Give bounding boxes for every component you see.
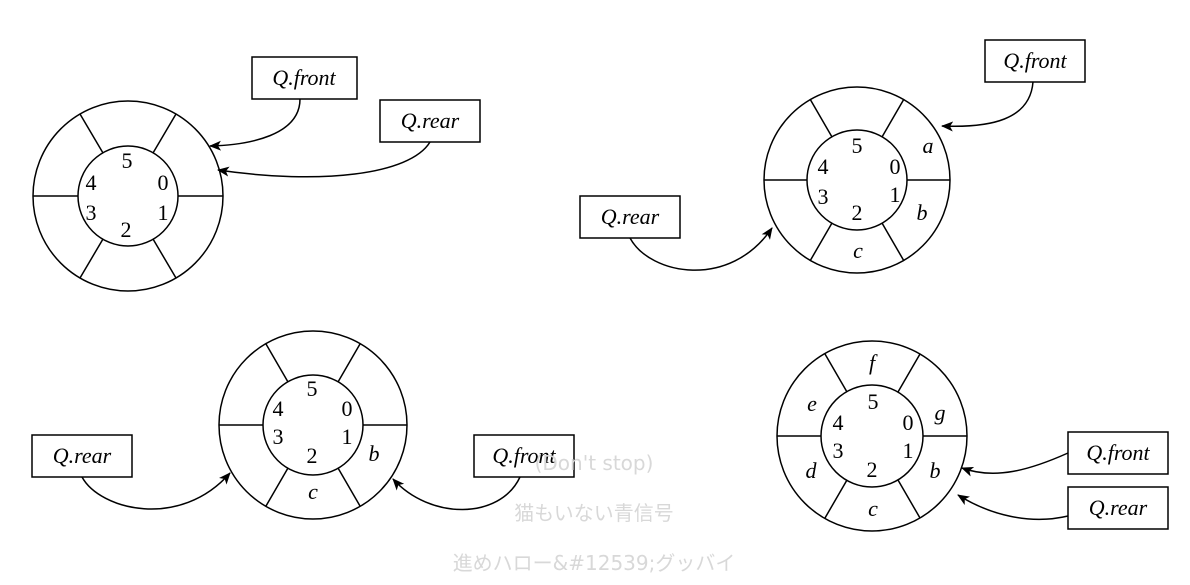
watermark-line-1: (Don't stop) [535, 451, 654, 475]
queue-3-front-label [473, 434, 575, 478]
queue-4-index-4: 4 [833, 410, 844, 435]
queue-1-front-arrow [209, 98, 301, 151]
queue-1-index-3: 3 [86, 200, 97, 225]
queue-4-slot-1: b [930, 458, 941, 483]
queue-4-slot-5: f [869, 350, 878, 375]
queue-3-index-3: 3 [273, 424, 284, 449]
queue-3-index-1: 1 [342, 424, 353, 449]
queue-2: 0 1 2 3 4 5 a b c Q.front Q.rear [579, 39, 1086, 274]
queue-2-index-2: 2 [852, 200, 863, 225]
queue-1-divider [79, 238, 104, 279]
queue-2-divider [881, 98, 905, 138]
queue-3-rear-label-text: Q.rear [53, 443, 112, 468]
queue-3-index-2: 2 [307, 443, 318, 468]
queue-2-rear-label [579, 195, 681, 239]
queue-4-rear-label-text: Q.rear [1089, 495, 1148, 520]
queue-3-index-0: 0 [342, 396, 353, 421]
queue-2-rear-label-text: Q.rear [601, 204, 660, 229]
queue-1-rear-label [379, 99, 481, 143]
queue-4-slot-4: e [807, 391, 817, 416]
watermark-line-2: 猫もいない青信号 [514, 501, 674, 525]
queue-3-divider [265, 467, 289, 507]
queue-3-rear-arrow [81, 472, 231, 510]
queue-2-front-arrow [941, 81, 1034, 132]
queue-1-divider [79, 113, 104, 154]
queue-3-divider [265, 343, 289, 383]
queue-1-index-4: 4 [86, 170, 97, 195]
queue-4-index-3: 3 [833, 438, 844, 463]
watermark-line-3: 進めハロー&#12539;グッバイ [453, 551, 736, 575]
queue-1-index-0: 0 [158, 170, 169, 195]
queue-2-index-5: 5 [852, 133, 863, 158]
queue-2-index-3: 3 [818, 184, 829, 209]
queue-4-front-arrow [961, 452, 1069, 477]
queue-1-divider [152, 113, 177, 154]
queue-2-divider [881, 222, 905, 262]
watermark: (Don't stop) 猫もいない青信号 進めハロー&#12539;グッバイ [453, 451, 736, 575]
queue-4-slot-2: c [868, 496, 878, 521]
queue-4-rear-arrow [957, 494, 1069, 521]
queue-4-divider [897, 479, 921, 519]
queue-2-index-1: 1 [890, 182, 901, 207]
queue-4-divider [824, 353, 848, 393]
queue-1-rear-label-text: Q.rear [401, 108, 460, 133]
queue-2-divider [809, 222, 833, 262]
queue-2-slot-0: a [923, 133, 934, 158]
queue-2-slot-1: b [917, 200, 928, 225]
queue-1-index-2: 2 [121, 217, 132, 242]
queue-2-rear-arrow [629, 227, 773, 271]
queue-4-index-5: 5 [868, 389, 879, 414]
queue-4: 0 1 2 3 4 5 g b c d e f Q.front Q.rear [776, 340, 1169, 532]
queue-2-front-label-text: Q.front [1003, 48, 1067, 73]
queue-1-divider [152, 238, 177, 279]
queue-3: 0 1 2 3 4 5 b c Q.rear Q.front [31, 330, 575, 520]
queue-1-front-label [251, 56, 358, 100]
queue-4-slot-3: d [806, 458, 818, 483]
queue-2-front-label [984, 39, 1086, 83]
queue-3-index-4: 4 [273, 396, 284, 421]
queue-4-divider [824, 479, 848, 519]
queue-3-divider [337, 343, 361, 383]
queue-2-index-0: 0 [890, 154, 901, 179]
queue-3-slot-2: c [308, 479, 318, 504]
queue-4-index-1: 1 [903, 438, 914, 463]
queue-4-divider [897, 353, 921, 393]
queue-4-slot-0: g [935, 400, 946, 425]
queue-1-index-5: 5 [122, 148, 133, 173]
queue-4-index-2: 2 [867, 457, 878, 482]
queue-4-rear-label [1067, 486, 1169, 530]
queue-4-front-label-text: Q.front [1086, 440, 1150, 465]
queue-1: 0 1 2 3 4 5 Q.front Q.rear [32, 56, 481, 292]
queue-3-slot-1: b [369, 441, 380, 466]
queue-4-front-label [1067, 431, 1169, 475]
queue-1-index-1: 1 [158, 200, 169, 225]
queue-2-slot-2: c [853, 238, 863, 263]
queue-3-index-5: 5 [307, 376, 318, 401]
queue-1-rear-arrow [217, 141, 431, 178]
queue-1-front-label-text: Q.front [272, 65, 336, 90]
queue-3-front-label-text: Q.front [492, 443, 556, 468]
queue-4-index-0: 0 [903, 410, 914, 435]
queue-2-index-4: 4 [818, 154, 829, 179]
queue-2-divider [809, 98, 833, 138]
queue-3-front-arrow [392, 476, 521, 511]
queue-3-divider [337, 467, 361, 507]
